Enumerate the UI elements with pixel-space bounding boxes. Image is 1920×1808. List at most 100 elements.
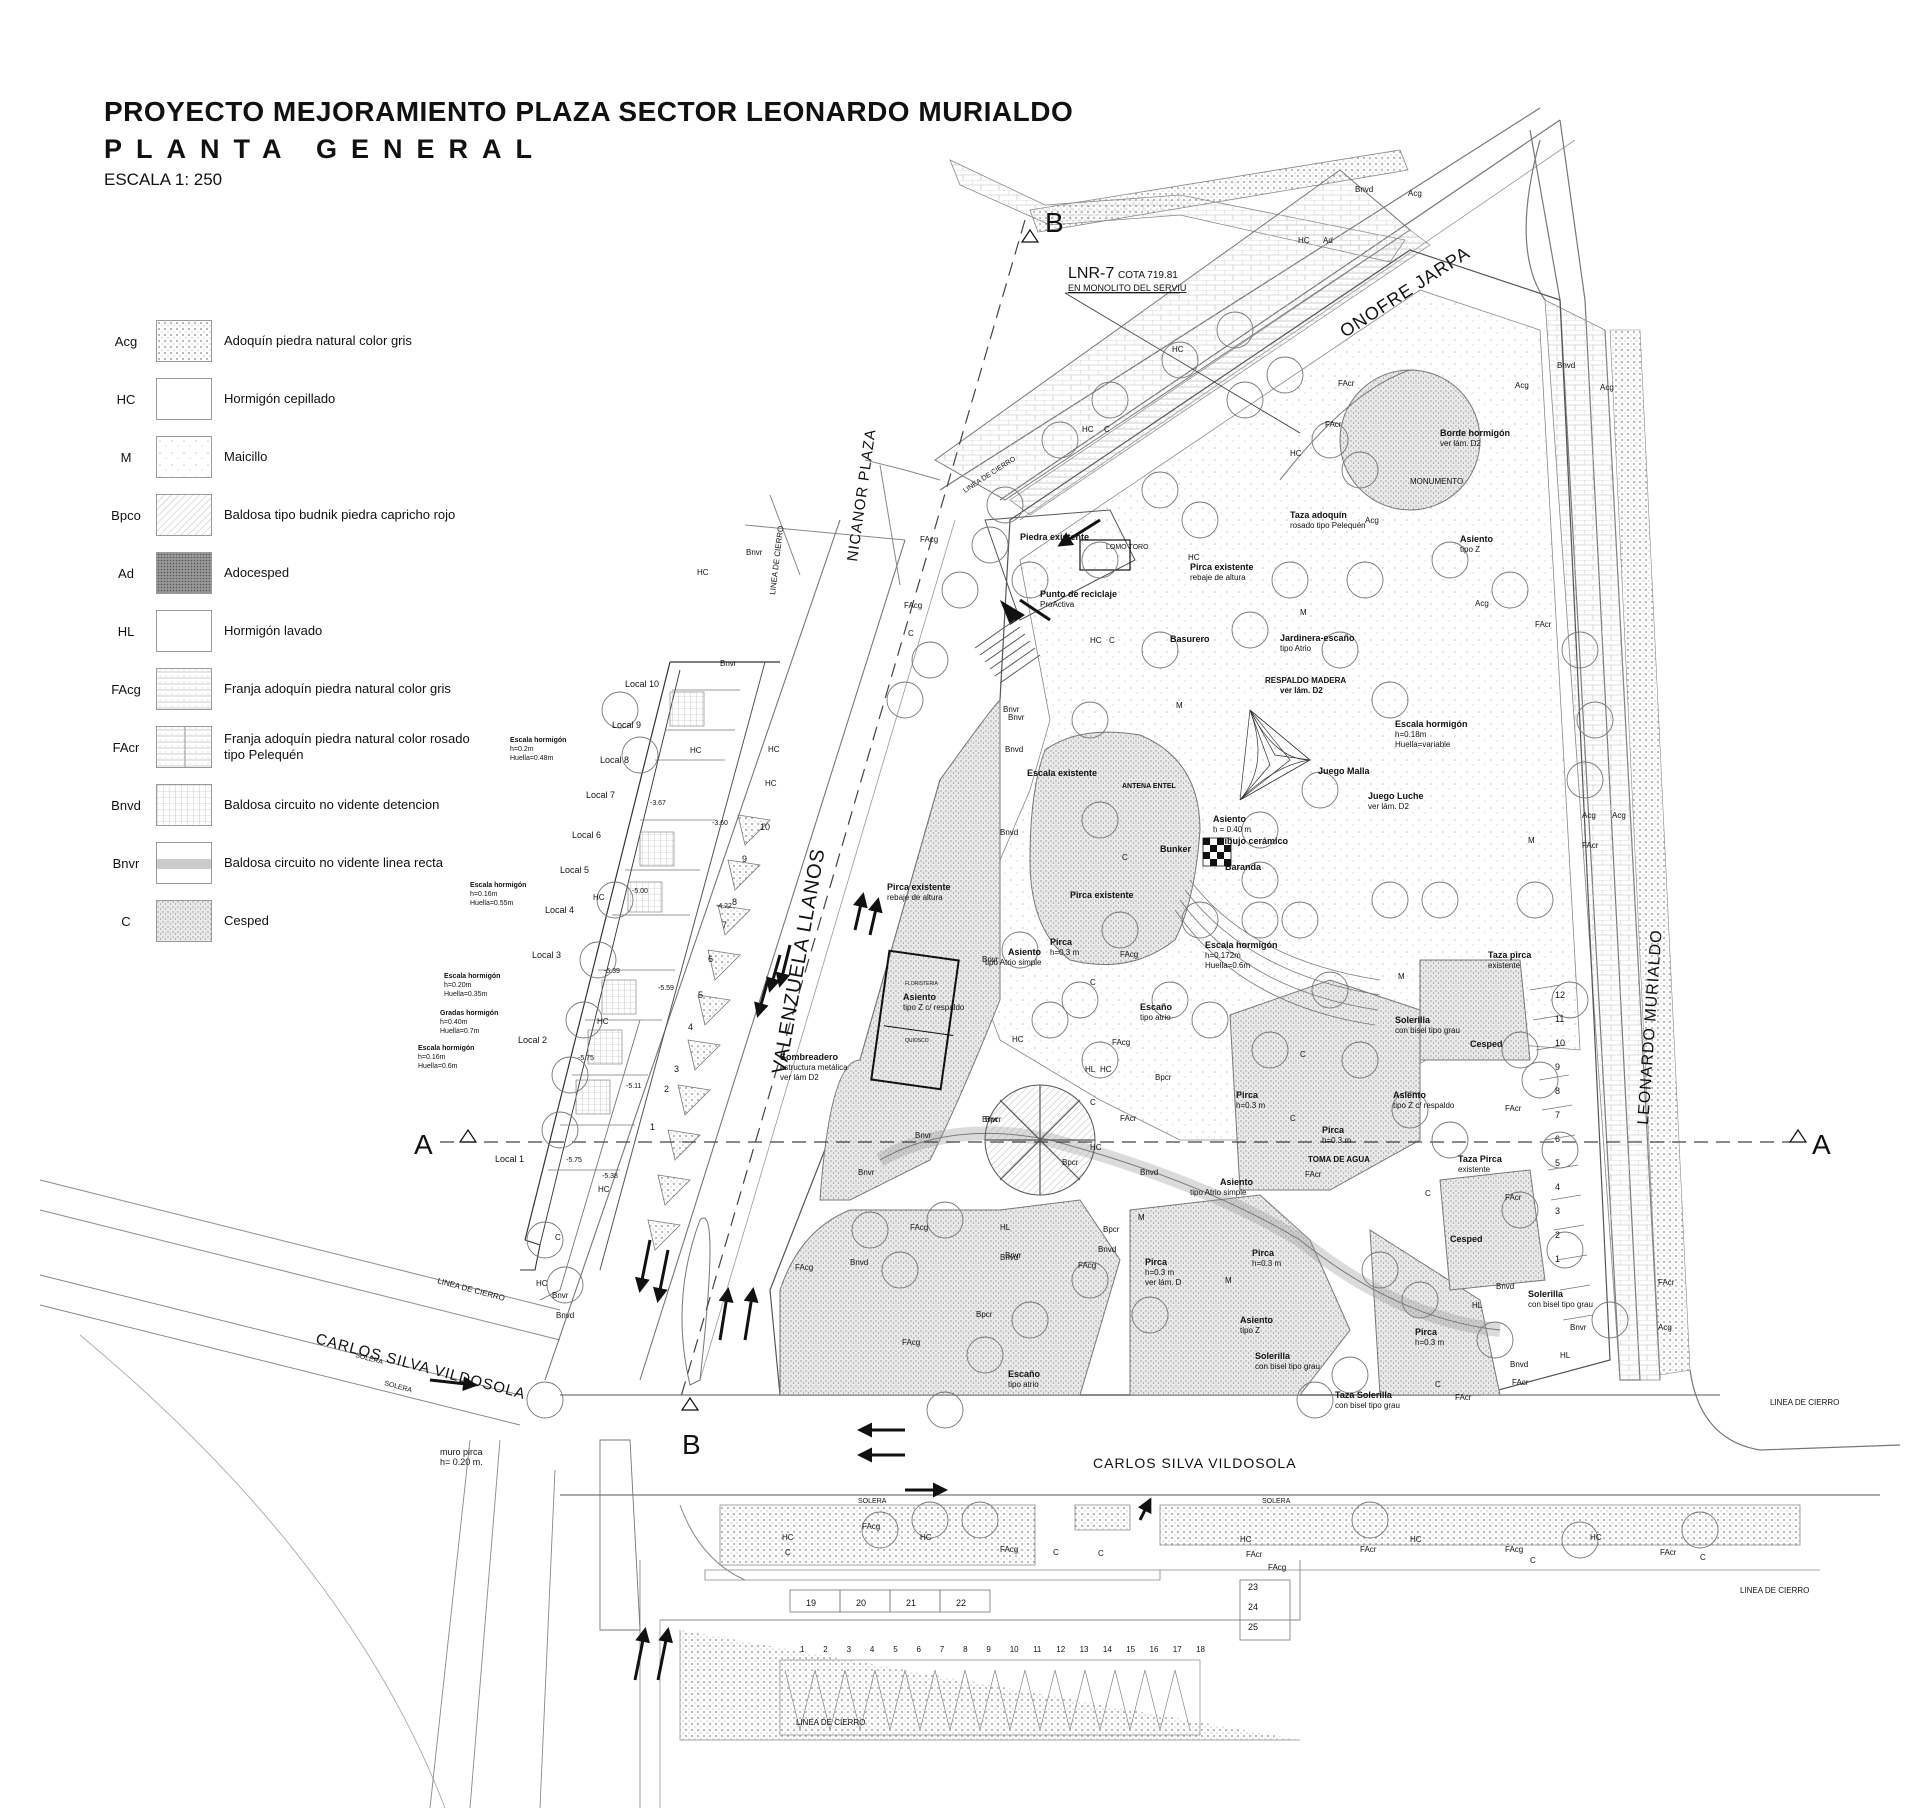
plan-label: tipo Atrio simple xyxy=(1190,1188,1247,1197)
material-code: FAcg xyxy=(1505,1545,1523,1554)
plan-label: existente xyxy=(1458,1165,1491,1174)
tree-symbol xyxy=(1071,1261,1109,1299)
plan-label: Dibujo cerámico xyxy=(1218,836,1289,846)
plan-label: Taza Pirca xyxy=(1458,1154,1503,1164)
tree-symbol xyxy=(1301,771,1339,809)
material-code: HL xyxy=(1560,1351,1571,1360)
material-code: Bnvr xyxy=(720,659,737,668)
plan-label: Asiento xyxy=(1240,1315,1274,1325)
tree-symbol xyxy=(541,1111,579,1149)
tree-symbol xyxy=(1331,1356,1369,1394)
tree-symbol xyxy=(1241,811,1279,849)
parking-number: 2 xyxy=(823,1645,828,1654)
plan-label: Solerilla xyxy=(1528,1289,1564,1299)
street-carlos-bottom: CARLOS SILVA VILDOSOLA xyxy=(1093,1455,1297,1471)
plan-label: Taza Solerilla xyxy=(1335,1390,1393,1400)
parking-number: 1 xyxy=(800,1645,805,1654)
material-code: M xyxy=(1398,972,1405,981)
escala-note: h=0.2m xyxy=(510,746,534,753)
tree-symbol xyxy=(1501,1031,1539,1069)
material-code: Acg xyxy=(1365,516,1379,525)
material-code: C xyxy=(1300,1050,1306,1059)
material-code: Bnvd xyxy=(1557,361,1575,370)
level-mark: -5.38 xyxy=(602,1173,618,1180)
solera: SOLERA xyxy=(354,1352,384,1366)
parking-number: 2 xyxy=(1555,1230,1560,1240)
legend-swatch xyxy=(156,726,212,768)
tree-symbol xyxy=(1401,1281,1439,1319)
tree-symbol xyxy=(961,1501,999,1539)
material-code: C xyxy=(1053,1548,1059,1557)
material-code: FAcg xyxy=(920,535,938,544)
tree-symbol xyxy=(861,1511,899,1549)
plan-label: ANTENA ENTEL xyxy=(1122,783,1177,790)
tree-symbol xyxy=(1361,1251,1399,1289)
tree-symbol xyxy=(1241,901,1279,939)
material-code: C xyxy=(1122,853,1128,862)
level-mark: -5.75 xyxy=(578,1055,594,1062)
legend-code: FAcg xyxy=(111,681,141,697)
plan-label: Pirca xyxy=(1145,1257,1168,1267)
tree-symbol xyxy=(601,691,639,729)
tree-symbol xyxy=(579,941,617,979)
material-code: Bnvd xyxy=(1496,1282,1514,1291)
tree-symbol xyxy=(1681,1511,1719,1549)
tree-symbol xyxy=(1296,1381,1334,1419)
escala-note: Huella=0.48m xyxy=(510,755,554,762)
material-code: FAcr xyxy=(1325,420,1342,429)
local-label: Local 5 xyxy=(560,865,589,875)
tree-symbol xyxy=(926,1201,964,1239)
plan-label: Solerilla xyxy=(1255,1351,1291,1361)
parking-number: 17 xyxy=(1173,1645,1182,1654)
plan-label: Pirca existente xyxy=(1070,890,1134,900)
plan-title: PROYECTO MEJORAMIENTO PLAZA SECTOR LEONA… xyxy=(104,96,1074,127)
linea-cierro: LINEA DE CIERRO xyxy=(1770,1398,1839,1407)
tree-symbol xyxy=(886,681,924,719)
material-code: HC xyxy=(1240,1535,1252,1544)
tree-symbol xyxy=(1546,1231,1584,1269)
plan-label: con bisel tipo grau xyxy=(1395,1026,1460,1035)
plan-label: QUIOSCO xyxy=(905,1038,929,1044)
material-code: M xyxy=(1300,608,1307,617)
tree-symbol xyxy=(1371,681,1409,719)
material-code: HC xyxy=(782,1533,794,1542)
tree-symbol xyxy=(1311,421,1349,459)
parking-number: 3 xyxy=(674,1064,679,1074)
tree-symbol xyxy=(1516,881,1554,919)
plan-label: tipo Z xyxy=(1460,545,1480,554)
solera: SOLERA xyxy=(1262,1498,1291,1505)
level-mark: -5.00 xyxy=(632,888,648,895)
material-code: Bnvd xyxy=(556,1311,574,1320)
material-code: HC xyxy=(1172,345,1184,354)
local-label: Local 7 xyxy=(586,790,615,800)
escala-note: h=0.16m xyxy=(470,891,498,898)
material-code: Acg xyxy=(1408,189,1422,198)
tree-symbol xyxy=(1226,381,1264,419)
material-code: HC xyxy=(597,1017,609,1026)
tree-symbol xyxy=(551,1056,589,1094)
tree-symbol xyxy=(1041,421,1079,459)
tree-symbol xyxy=(986,486,1024,524)
plan-label: Juego Malla xyxy=(1318,766,1371,776)
plan-label: FLORISTERIA xyxy=(905,981,938,987)
parking-number: 10 xyxy=(1555,1038,1565,1048)
plan-label: Escala existente xyxy=(1027,768,1097,778)
tree-symbol xyxy=(1576,701,1614,739)
tree-symbol xyxy=(1161,341,1199,379)
plan-label: ver lám. D2 xyxy=(1368,802,1409,811)
tree-symbol xyxy=(1281,901,1319,939)
section-b-top: B xyxy=(1045,207,1064,238)
tree-symbol xyxy=(1591,1301,1629,1339)
tree-symbol xyxy=(1251,1031,1289,1069)
plan-label: Basurero xyxy=(1170,634,1210,644)
material-code: Bnvr xyxy=(915,1131,932,1140)
plan-label: RESPALDO MADERA xyxy=(1265,676,1346,685)
material-code: C xyxy=(1530,1556,1536,1565)
tree-symbol xyxy=(1351,1501,1389,1539)
material-code: HC xyxy=(1290,449,1302,458)
material-code: Bnvd xyxy=(1355,185,1373,194)
tree-symbol xyxy=(1541,1131,1579,1169)
material-code: FAcg xyxy=(1000,1545,1018,1554)
plan-label: Juego Luche xyxy=(1368,791,1424,801)
